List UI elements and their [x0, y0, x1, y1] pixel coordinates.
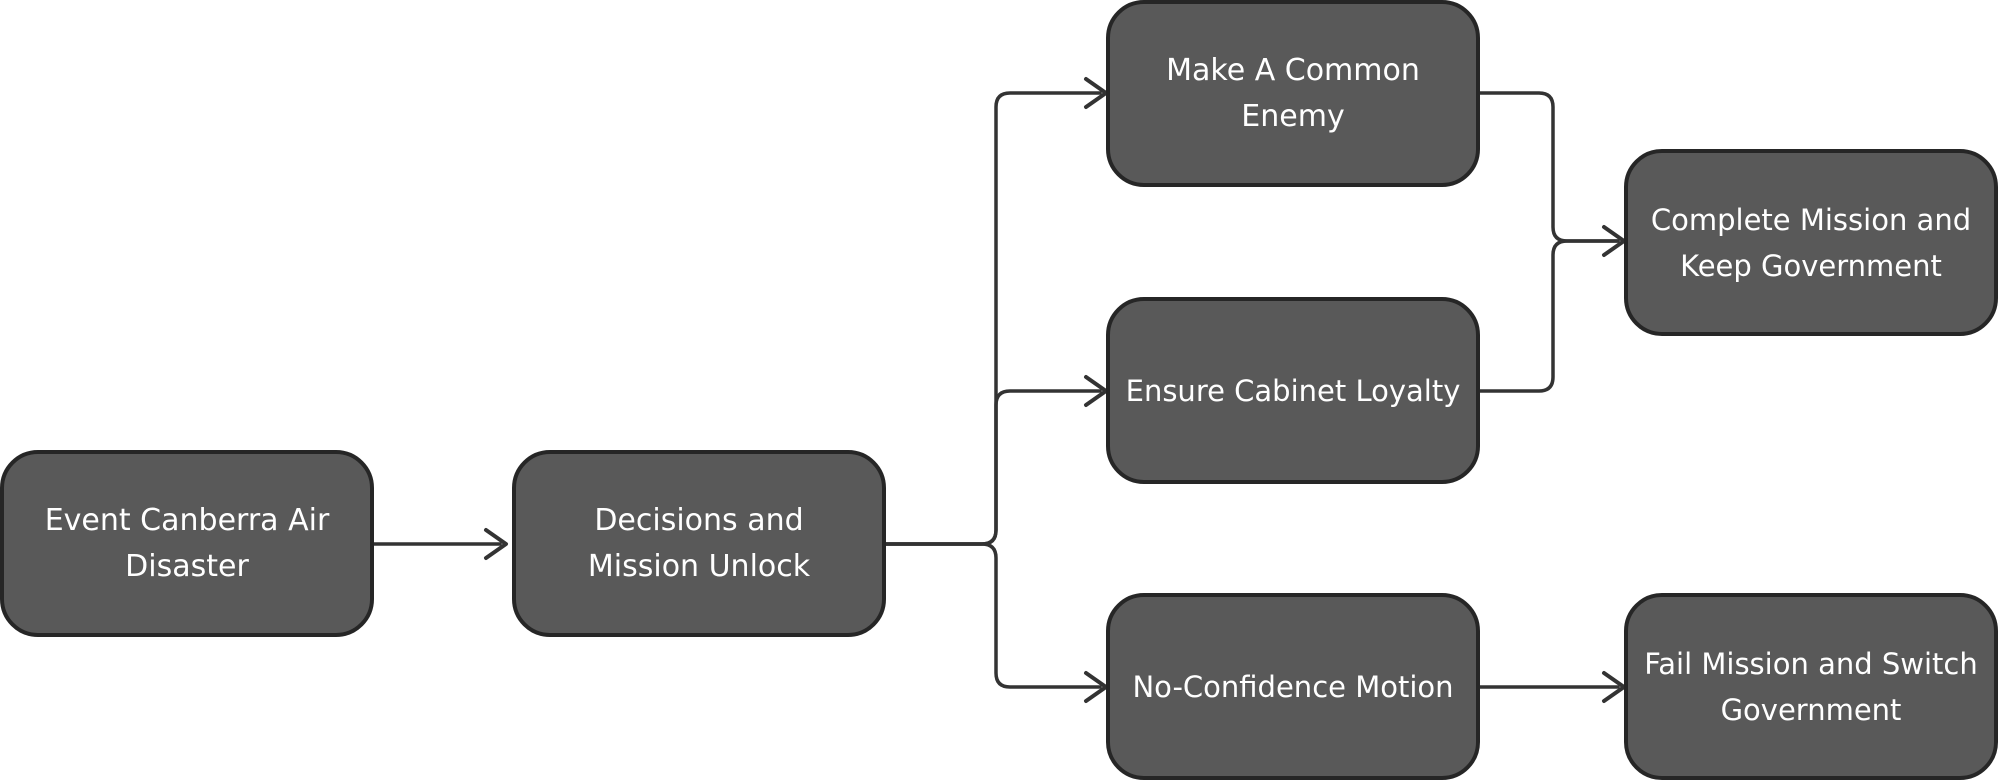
node-box-motion [1106, 593, 1480, 780]
edge-enemy-to-complete [1476, 91, 1620, 243]
edge-decisions-to-loyalty [882, 389, 1102, 546]
arrowhead-decisions [484, 528, 508, 560]
edges [370, 91, 1620, 689]
node-box-complete [1624, 149, 1998, 336]
edge-decisions-to-motion [882, 542, 1102, 689]
node-box-decisions [512, 450, 886, 637]
node-box-fail [1624, 593, 1998, 780]
edge-decisions-to-enemy [882, 91, 1102, 546]
edge-loyalty-to-complete [1476, 239, 1620, 393]
node-box-loyalty [1106, 297, 1480, 484]
node-box-enemy [1106, 0, 1480, 187]
node-box-event [0, 450, 374, 637]
